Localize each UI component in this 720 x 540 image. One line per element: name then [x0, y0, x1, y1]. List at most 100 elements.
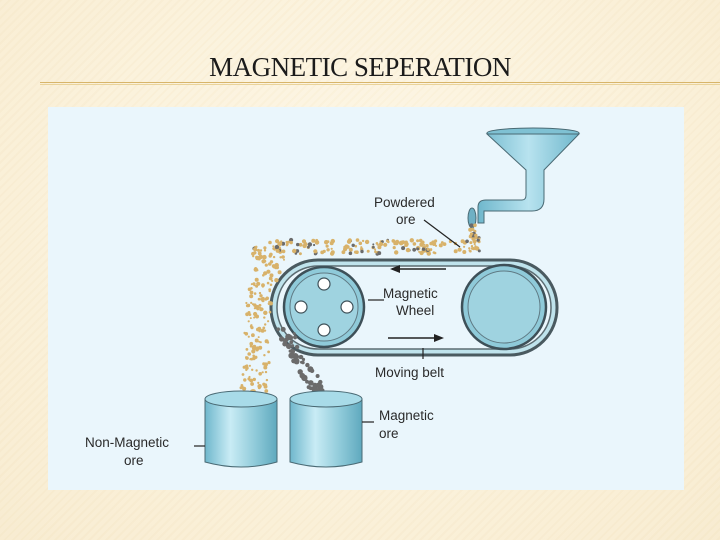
non-magnetic-particle [263, 259, 267, 263]
non-magnetic-particle [262, 326, 266, 330]
ore-particle [364, 239, 370, 245]
non-magnetic-particle [268, 276, 273, 281]
ore-particle [360, 246, 363, 249]
ore-particle [348, 247, 353, 252]
non-magnetic-particle [244, 364, 249, 369]
ore-particle [326, 240, 330, 244]
ore-particle [477, 249, 481, 253]
ore-particle [263, 255, 267, 258]
magnetic-particle [292, 332, 296, 336]
non-magnetic-particle [262, 274, 265, 277]
non-magnetic-particle [260, 328, 265, 333]
ore-particle [462, 250, 467, 254]
magnetic-particle [286, 343, 292, 350]
magnetic-particle [301, 360, 305, 365]
non-magnetic-particle [252, 356, 256, 361]
non-magnetic-particle [253, 292, 257, 295]
powdered-ore-label: Powdered [374, 195, 435, 210]
ore-particle [344, 244, 349, 249]
ore-particle [354, 250, 358, 254]
ore-particle [296, 242, 300, 247]
ore-particle [268, 240, 272, 245]
ore-particle [307, 242, 313, 247]
non-magnetic-particle [258, 345, 263, 350]
non-magnetic-particle [252, 354, 255, 358]
non-magnetic-particle [274, 278, 279, 283]
non-magnetic-particle [247, 320, 250, 323]
non-magnetic-particle [265, 378, 269, 382]
non-magnetic-particle [254, 338, 259, 343]
powdered-ore-leader [423, 219, 461, 248]
ore-particle [253, 247, 258, 252]
non-magnetic-particle [254, 267, 257, 270]
non-magnetic-particle [283, 258, 285, 261]
non-magnetic-particle [263, 310, 268, 315]
non-magnetic-particle [263, 362, 268, 367]
non-magnetic-particle [269, 273, 274, 278]
magnetic-particle [279, 336, 285, 342]
ore-particle [468, 247, 471, 250]
ore-particle [416, 247, 420, 251]
ore-particle [298, 252, 302, 256]
magnetic-particle [276, 327, 280, 331]
ore-particle [421, 247, 426, 251]
non-magnetic-particle [258, 291, 262, 295]
non-magnetic-particle [268, 301, 273, 306]
ore-particle [259, 249, 263, 252]
non-magnetic-particle [256, 327, 260, 332]
non-magnetic-particle [264, 389, 269, 393]
ore-particle [377, 245, 382, 250]
ore-particle [348, 251, 353, 256]
non-magnetic-particle [259, 294, 263, 298]
ore-particle [330, 250, 335, 255]
ore-particles [239, 223, 481, 402]
magnetic-particle [315, 374, 320, 378]
ore-particle [416, 239, 420, 243]
ore-particle [289, 240, 293, 245]
non-magnetic-particle [251, 303, 255, 306]
ore-particle [399, 242, 402, 245]
ore-particle [394, 241, 399, 246]
non-magnetic-particle [265, 296, 269, 301]
ore-particle [473, 223, 477, 228]
non-magnetic-particle [268, 310, 272, 314]
ore-particle [409, 238, 414, 243]
ore-particle [320, 250, 325, 255]
title-underline-secondary [40, 84, 720, 85]
magnetic-particle [294, 344, 300, 350]
slide-title: MAGNETIC SEPERATION [209, 52, 511, 82]
ore-particle [263, 249, 267, 252]
non-magnetic-particle [240, 384, 244, 387]
non-magnetic-particle [257, 384, 262, 389]
non-magnetic-particle [245, 301, 248, 305]
ore-particle [438, 243, 443, 248]
ore-particle [372, 243, 375, 246]
non-magnetic-particle [263, 354, 266, 357]
magnetic-ore-label-line2: ore [379, 426, 399, 441]
ore-particle [463, 245, 466, 248]
magnetic-ore-label: Magnetic [379, 408, 434, 423]
ore-particle [469, 241, 473, 245]
ore-particle [253, 251, 257, 255]
non-magnetic-particle [257, 336, 260, 339]
ore-particle [468, 227, 473, 232]
non-magnetic-particle [245, 348, 249, 351]
ore-particle [377, 251, 382, 256]
ore-particle [426, 247, 430, 251]
non-magnetic-particle [264, 323, 267, 326]
non-magnetic-container [204, 390, 278, 468]
ore-particle [374, 250, 377, 254]
ore-particle [470, 245, 474, 248]
belt-direction-arrow-bottom [388, 334, 444, 342]
ore-particle [274, 244, 280, 250]
non-magnetic-particle [264, 339, 269, 344]
magnetic-particle [293, 358, 300, 365]
non-magnetic-particle [258, 372, 262, 376]
ore-particle [277, 243, 280, 246]
non-magnetic-particle [256, 269, 259, 272]
magnetic-particle [290, 344, 295, 348]
non-magnetic-particle [272, 255, 276, 259]
ore-particle [287, 240, 290, 244]
ore-particle [354, 244, 358, 248]
non-magnetic-particle [249, 317, 252, 320]
